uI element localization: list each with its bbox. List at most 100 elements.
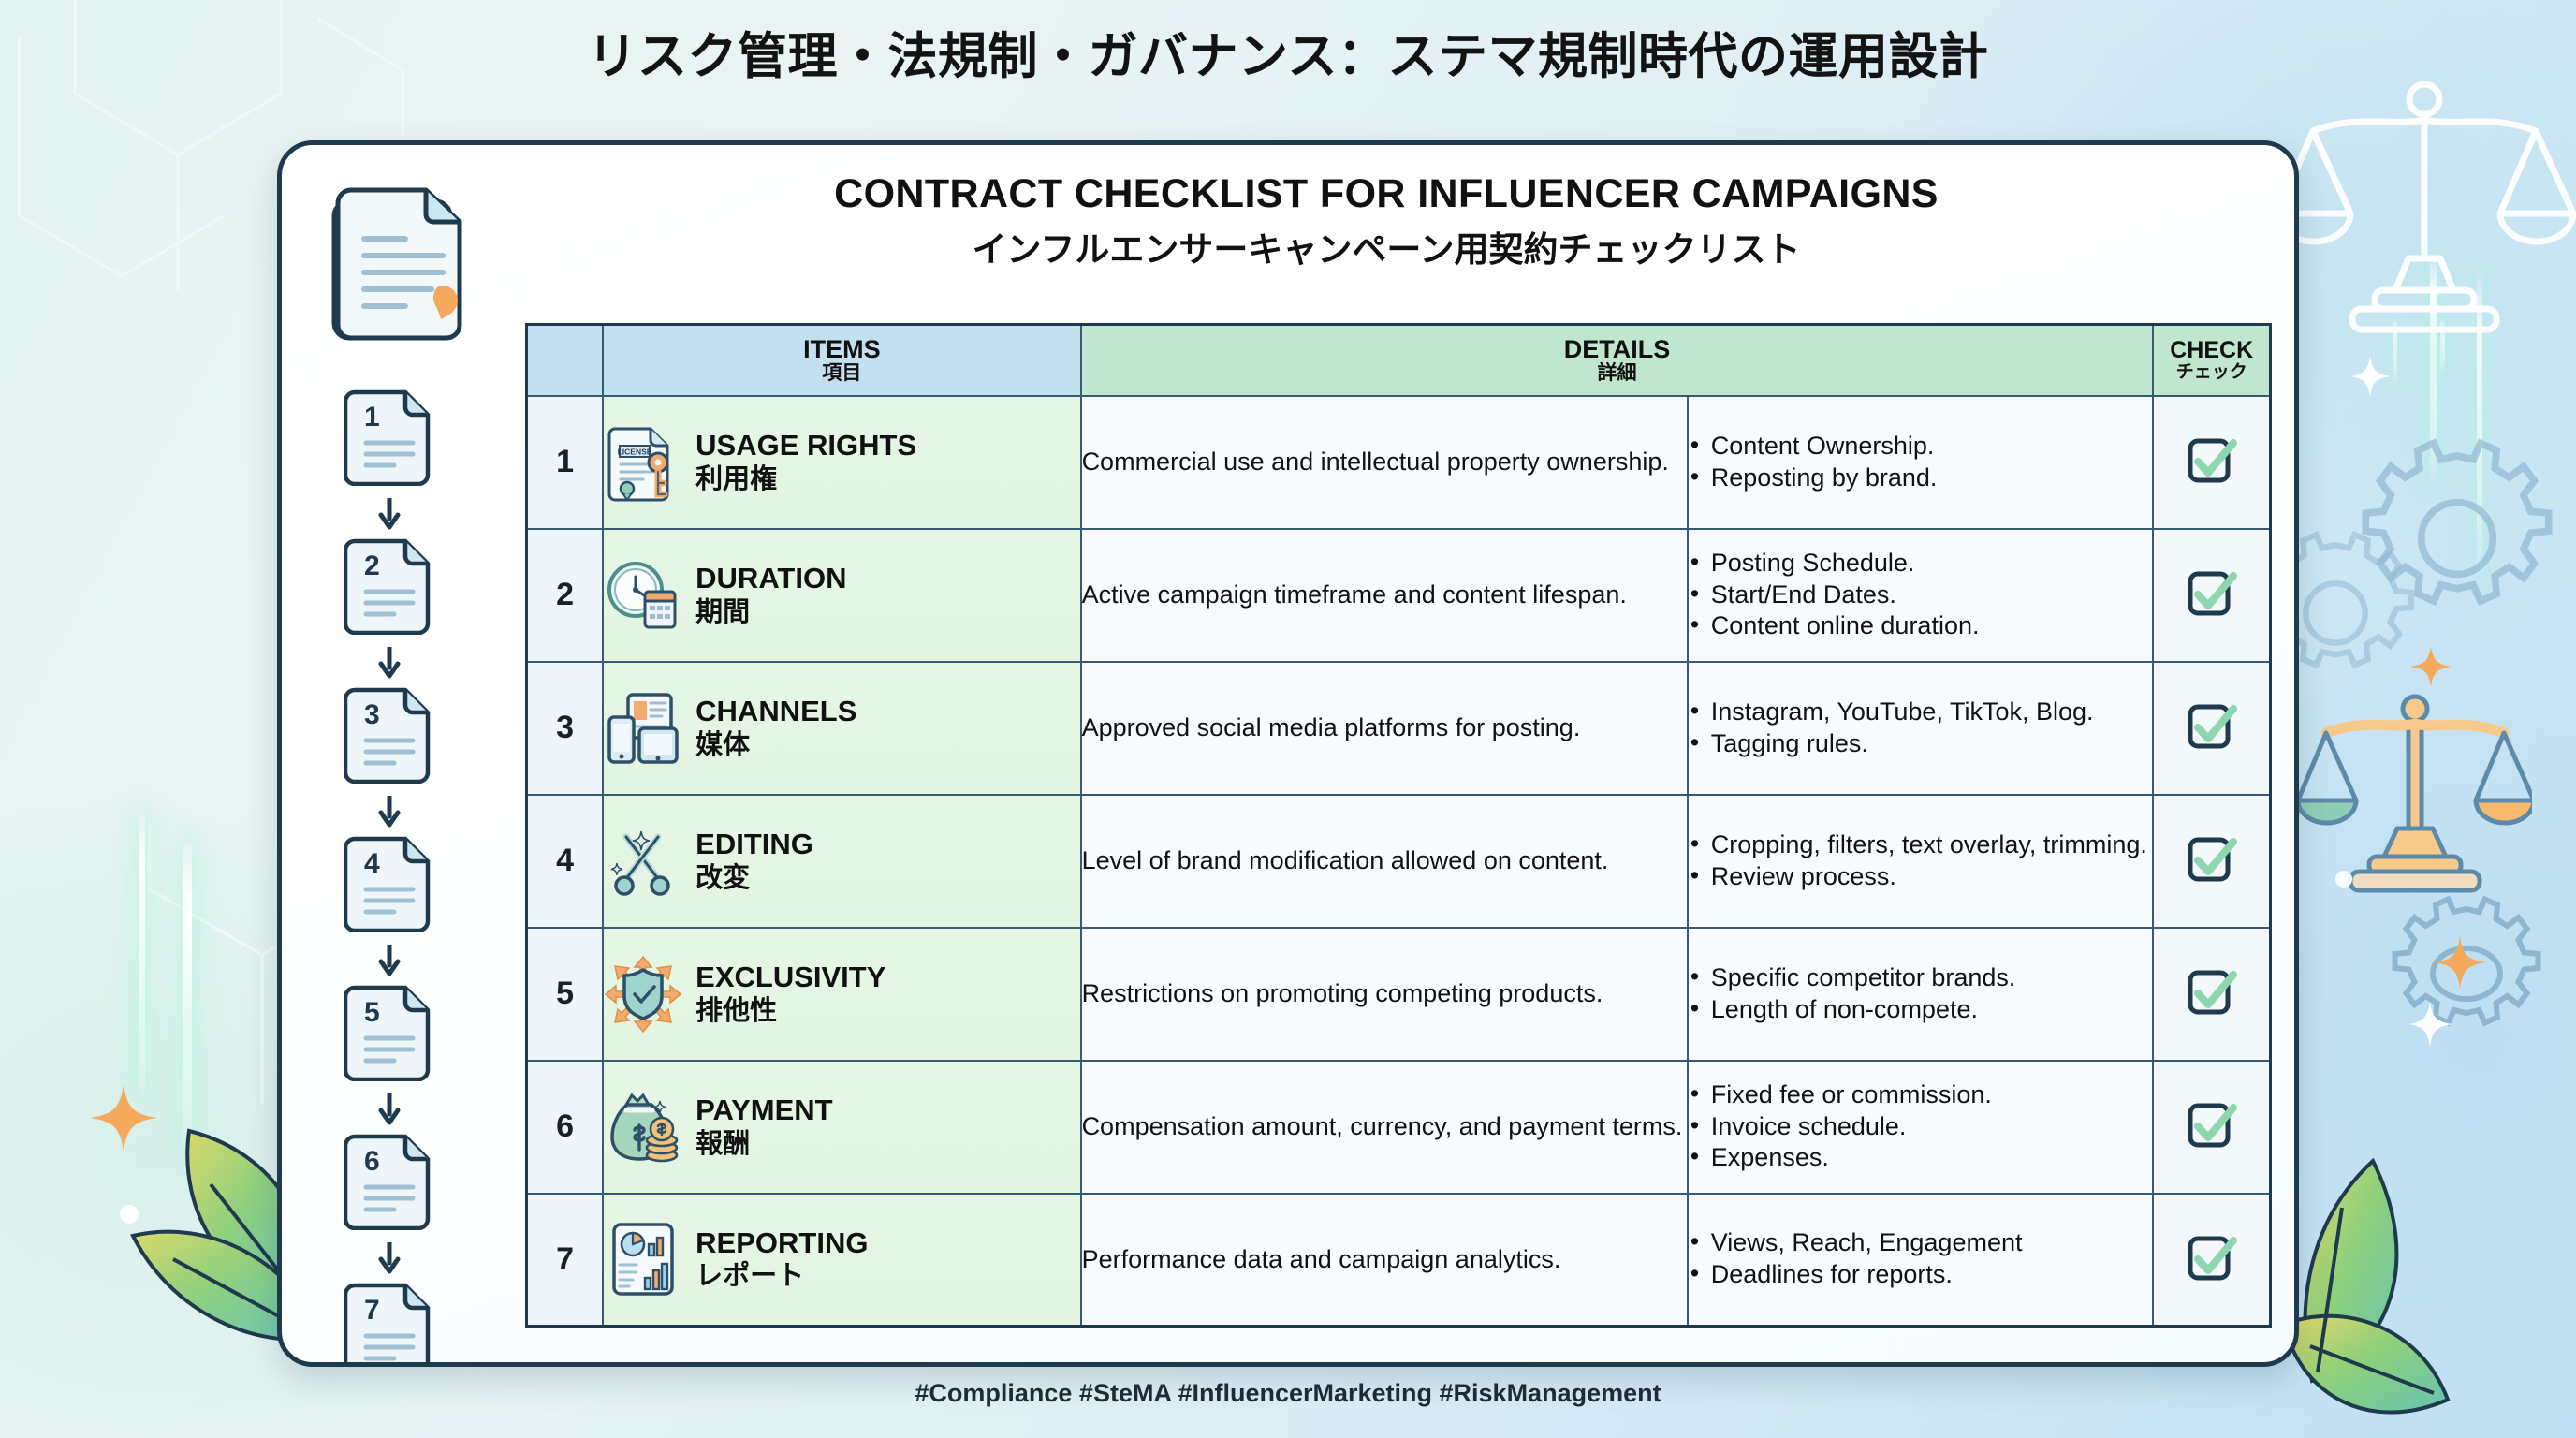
item-label-en: DURATION [695,561,847,594]
flow-document-4: 4 [343,835,435,937]
flow-document-3: 3 [343,686,435,788]
report-chart-icon [604,1220,682,1299]
row-check[interactable] [2152,660,2272,796]
item-labels: CHANNELS 媒体 [695,694,857,759]
item-label-ja: 報酬 [695,1126,751,1159]
glow-line [2393,318,2397,384]
row-check[interactable] [2152,1059,2272,1195]
header-items: ITEMS 項目 [602,323,1082,397]
checkbox-checked-icon[interactable] [2186,565,2238,621]
table-row: 5 [525,926,2272,1062]
bullet-item: Fixed fee or commission. [1689,1078,2153,1110]
row-item: DURATION 期間 [602,527,1082,663]
sparkle-icon [2434,936,2486,989]
item-label-ja: 改変 [695,860,751,893]
money-bag-icon [604,1088,682,1167]
flow-arrow-down [344,1093,435,1125]
row-check[interactable] [2152,527,2272,663]
flow-arrow-down [344,1242,435,1274]
flow-arrow-down [344,945,435,976]
row-check[interactable] [2152,394,2272,530]
footer-hashtags: #Compliance #SteMA #InfluencerMarketing … [915,1379,1661,1407]
checkbox-checked-icon[interactable] [2186,963,2238,1020]
flow-document-6: 6 [343,1133,435,1235]
table-row: 7 [525,1192,2272,1328]
item-label-ja: レポート [695,1259,805,1292]
bullet-item: Start/End Dates. [1689,579,2153,610]
row-number: 4 [525,793,605,929]
bullet-item: Expenses. [1689,1141,2153,1173]
flow-arrow-down [344,498,435,530]
item-label-ja: 排他性 [695,993,778,1026]
header-details-ja: 詳細 [1597,361,1637,385]
checkbox-checked-icon[interactable] [2186,830,2238,887]
scissors-icon [604,822,682,901]
item-label-en: CHANNELS [695,694,857,727]
row-details: Level of brand modification allowed on c… [1079,793,1689,929]
flow-document-number: 1 [364,402,380,433]
flow-document-1: 1 [343,389,435,491]
scales-of-justice-icon [2298,694,2532,893]
row-check[interactable] [2152,1192,2272,1328]
flow-document-number: 4 [364,848,380,879]
header-items-ja: 項目 [822,361,862,385]
numbered-document-flow: 1 2 3 4 5 [343,389,435,1362]
row-check[interactable] [2152,926,2272,1062]
row-bullets: Cropping, filters, text overlay, trimmin… [1686,793,2155,929]
clock-calendar-icon [604,556,682,635]
item-label-en: PAYMENT [695,1093,833,1126]
row-details: Restrictions on promoting competing prod… [1079,926,1689,1062]
item-labels: EDITING 改変 [695,829,813,892]
row-number: 2 [525,527,605,663]
row-item: PAYMENT 報酬 [602,1059,1082,1195]
heading-english: CONTRACT CHECKLIST FOR INFLUENCER CAMPAI… [834,171,1939,216]
table-row: 1 LICENSE [525,394,2272,530]
checkbox-checked-icon[interactable] [2186,697,2238,754]
row-item: EDITING 改変 [602,793,1082,929]
row-bullets: Views, Reach, Engagement Deadlines for r… [1686,1192,2155,1328]
row-item: EXCLUSIVITY 排他性 [602,926,1082,1062]
bullet-item: Tagging rules. [1689,727,2153,759]
row-item: REPORTING レポート [602,1192,1082,1328]
flow-document-number: 6 [364,1146,380,1177]
glow-line [2440,318,2445,374]
sparkle-icon [2410,646,2452,687]
sparkle-icon [2349,356,2391,397]
table-header: ITEMS 項目 DETAILS 詳細 CHECK チェック [525,323,2272,397]
card-heading: CONTRACT CHECKLIST FOR INFLUENCER CAMPAI… [516,171,2257,271]
item-labels: REPORTING レポート [695,1225,869,1292]
glow-line [2430,253,2437,487]
flow-document-number: 5 [364,997,380,1028]
contract-checklist-table: ITEMS 項目 DETAILS 詳細 CHECK チェック [525,323,2272,1328]
table-body: 1 LICENSE [525,394,2272,1328]
row-item: CHANNELS 媒体 [602,660,1082,796]
item-label-en: REPORTING [695,1225,869,1259]
table-row: 6 [525,1059,2272,1195]
row-check[interactable] [2152,793,2272,929]
checklist-card: 1 2 3 4 5 [277,140,2299,1367]
header-check-ja: チェック [2175,361,2247,383]
row-details: Performance data and campaign analytics. [1079,1192,1689,1328]
row-item: LICENSE USAGE RIGHTS [602,394,1082,530]
row-number: 5 [525,926,605,1062]
bullet-item: Specific competitor brands. [1689,961,2153,993]
bullet-item: Review process. [1689,860,2153,892]
bullet-item: Deadlines for reports. [1689,1258,2153,1290]
bullet-item: Length of non-compete. [1689,993,2153,1025]
sparkle-icon [2408,1002,2452,1047]
checkbox-checked-icon[interactable] [2186,1096,2238,1152]
flow-document-number: 3 [364,699,380,730]
item-labels: DURATION 期間 [695,561,847,627]
row-number: 3 [525,660,605,796]
item-label-ja: 期間 [695,594,751,627]
row-bullets: Instagram, YouTube, TikTok, Blog. Taggin… [1686,660,2155,796]
checkbox-checked-icon[interactable] [2186,432,2238,488]
license-key-icon: LICENSE [604,423,682,502]
table-row: 2 [525,527,2272,663]
heading-japanese: インフルエンサーキャンペーン用契約チェックリスト [972,229,1801,270]
checkbox-checked-icon[interactable] [2186,1229,2238,1285]
item-label-ja: 利用権 [695,462,778,494]
bullet-item: Reposting by brand. [1689,462,2153,493]
header-details-en: DETAILS [1563,335,1671,364]
glow-line [139,814,145,1095]
